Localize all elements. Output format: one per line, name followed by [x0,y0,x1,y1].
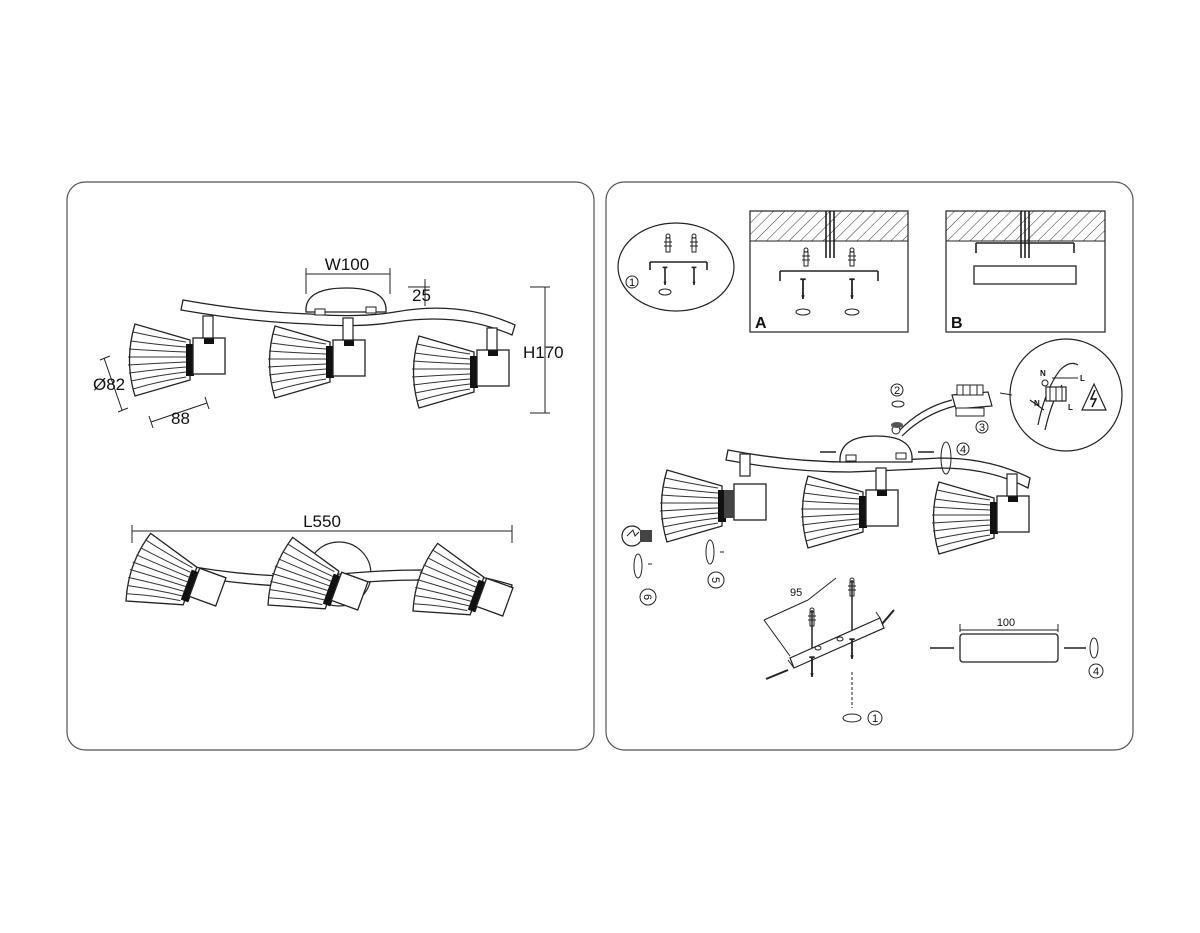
width-dimension: W100 [305,255,391,294]
step1-number: 1 [872,713,878,725]
inset-b: B [945,210,1106,333]
wire-l-upper: L [1080,374,1085,383]
installation-panel: 1 A [605,181,1134,751]
diameter-dimension: Ø82 [93,355,129,413]
step1-oval: 1 [617,222,735,312]
wire-l-lower: L [1068,403,1073,412]
wire-n-lower: N [1034,399,1040,408]
bulb-icon [621,525,652,547]
canopy-screw-left [314,308,326,316]
length-label: L550 [303,512,341,531]
step3-number: 3 [979,422,985,434]
inset-b-label: B [951,315,963,332]
depth-label: 25 [412,286,431,305]
mount-width-label: 95 [790,587,802,599]
height-dimension: H170 [523,286,564,414]
terminal-block-assembly: 2 3 [890,383,993,437]
dimensions-panel: W100 25 H170 Ø82 88 [66,181,595,751]
step6-number: 6 [641,594,653,600]
canopy-cover: 100 4 [930,617,1104,679]
depth-dimension: 25 [408,279,431,306]
canopy-width-label: 100 [997,617,1015,629]
spotlight-top-middle [260,534,369,626]
step4-number-assembly: 4 [960,444,966,456]
step1-oval-number: 1 [629,277,635,289]
width-label: W100 [325,255,369,274]
spotlight-top-left [118,530,227,622]
spotlight-top-right [405,540,514,632]
step5-number: 5 [709,577,721,583]
fixture-side-view [128,287,516,408]
step4-number: 4 [1093,666,1099,678]
inset-a-label: A [755,315,767,332]
diameter-label: Ø82 [93,375,125,394]
height-label: H170 [523,343,564,362]
fixture-top-view: L550 [118,512,514,632]
wire-n-upper: N [1040,369,1046,378]
shade-label: 88 [171,409,190,428]
inset-a: A [749,210,909,333]
wiring-detail: N L N L [999,338,1123,452]
shade-dimension: 88 [148,396,210,429]
assembly-fixture: 4 6 5 [621,435,1031,606]
step2-number: 2 [894,385,900,397]
canopy-screw-right [365,306,377,314]
mounting-bracket: 95 1 [763,577,895,726]
high-voltage-warning-icon [1081,382,1107,411]
ceiling-canopy [305,287,387,313]
